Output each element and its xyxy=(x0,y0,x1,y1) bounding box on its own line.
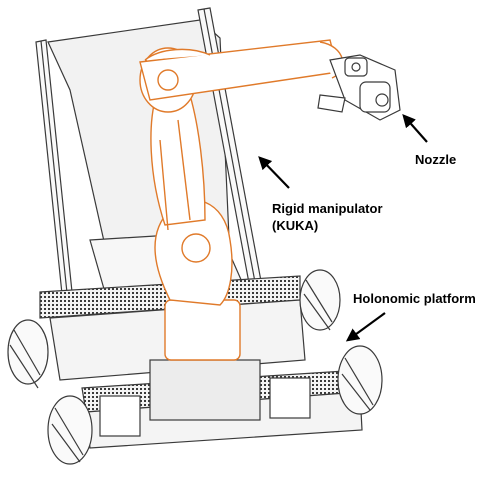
rigid-manipulator-label-line2: (KUKA) xyxy=(272,218,319,233)
arrow-icon xyxy=(402,114,428,143)
rigid-manipulator-label: Rigid manipulator (KUKA) xyxy=(272,200,383,234)
wheel-front-right xyxy=(337,345,383,415)
wheel-front-left xyxy=(7,319,49,389)
wheel-back-left xyxy=(47,395,93,465)
kuka-arm xyxy=(139,39,344,361)
arrow-icon xyxy=(258,156,290,189)
holonomic-platform-label: Holonomic platform xyxy=(353,291,476,306)
nozzle-tool xyxy=(317,54,401,121)
rigid-manipulator-label-line1: Rigid manipulator xyxy=(272,201,383,216)
wheel-rear-right xyxy=(299,269,341,331)
arrow-icon xyxy=(345,312,386,342)
nozzle-label: Nozzle xyxy=(415,152,457,167)
